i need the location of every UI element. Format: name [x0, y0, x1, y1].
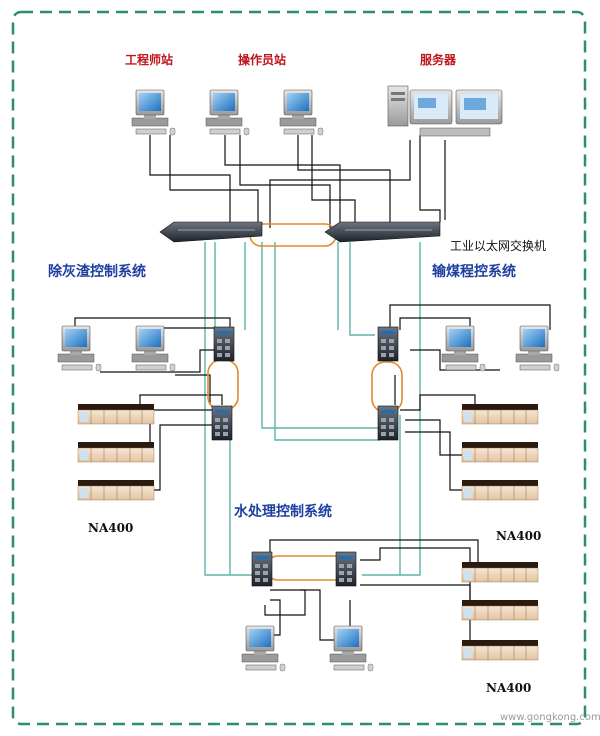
ash-system-switch-2-icon [211, 405, 233, 441]
engineer-station-computer-icon [131, 89, 176, 136]
orange-rings [207, 223, 403, 581]
coal-system-computer-1-icon [441, 325, 486, 372]
operator-station-computer-1-icon [205, 89, 250, 136]
operator-station-computer-2-icon [279, 89, 324, 136]
server-icon [387, 85, 503, 137]
na400-right-label: NA400 [496, 529, 541, 543]
na400-left-rack-3 [77, 479, 155, 501]
ash-system-switch-1-icon [213, 326, 235, 362]
operator-station-label: 操作员站 [238, 52, 286, 67]
na400-left-label: NA400 [88, 521, 133, 535]
water-system-computer-2-icon [329, 625, 374, 672]
na400-bottom-rack-3 [461, 639, 539, 661]
na400-bottom-rack-2 [461, 599, 539, 621]
ash-system-label: 除灰渣控制系统 [48, 263, 146, 280]
water-system-computer-1-icon [241, 625, 286, 672]
water-system-switch-2-icon [335, 551, 357, 587]
dashed-border [11, 10, 587, 726]
teal-cables [204, 242, 421, 576]
watermark-text: www.gongkong.com [500, 712, 600, 723]
coal-system-switch-1-icon [377, 326, 399, 362]
server-label: 服务器 [420, 52, 457, 67]
coal-system-switch-2-icon [377, 405, 399, 441]
na400-right-rack-2 [461, 441, 539, 463]
na400-bottom-label: NA400 [486, 681, 531, 695]
na400-bottom-rack-1 [461, 561, 539, 583]
water-system-label: 水处理控制系统 [234, 503, 332, 520]
main-switch-left [159, 221, 263, 243]
na400-right-rack-1 [461, 403, 539, 425]
ash-system-computer-2-icon [131, 325, 176, 372]
na400-left-rack-2 [77, 441, 155, 463]
engineer-station-label: 工程师站 [125, 52, 173, 67]
coal-system-label: 输煤程控系统 [432, 263, 516, 280]
na400-left-rack-1 [77, 403, 155, 425]
ethernet-switch-label: 工业以太网交换机 [450, 238, 546, 253]
coal-system-computer-2-icon [515, 325, 560, 372]
water-system-switch-1-icon [251, 551, 273, 587]
na400-right-rack-3 [461, 479, 539, 501]
black-cables [74, 135, 551, 645]
main-switch-right [324, 221, 441, 243]
ash-system-computer-1-icon [57, 325, 102, 372]
